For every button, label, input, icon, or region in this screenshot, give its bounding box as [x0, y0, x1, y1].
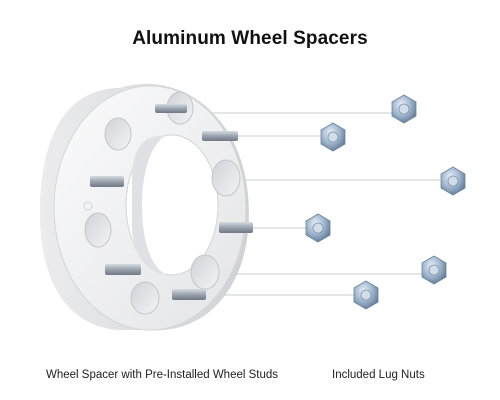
- page-title: Aluminum Wheel Spacers: [132, 28, 368, 49]
- wheel-spacer-icon: [39, 83, 249, 331]
- lug-nuts-caption: Included Lug Nuts: [332, 369, 425, 381]
- leader-lines: [190, 112, 440, 296]
- lug-nut-icon: [305, 94, 466, 310]
- wheel-stud-icon: [90, 104, 253, 300]
- spacer-caption: Wheel Spacer with Pre-Installed Wheel St…: [46, 369, 279, 381]
